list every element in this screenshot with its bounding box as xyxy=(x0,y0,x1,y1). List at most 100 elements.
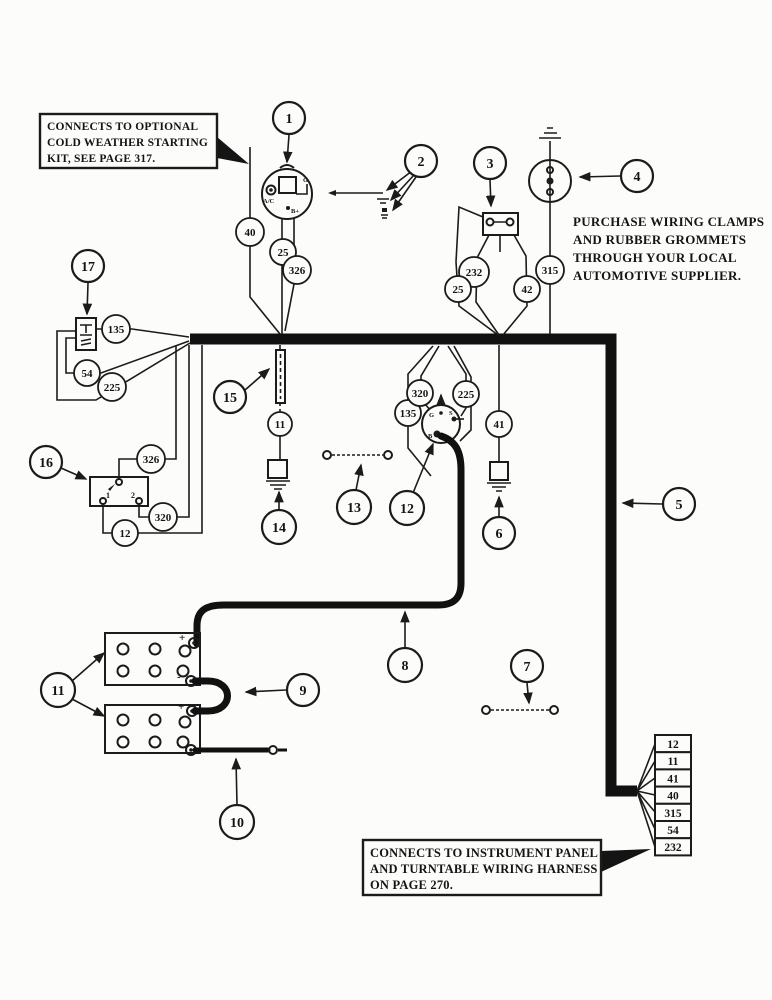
svg-text:6: 6 xyxy=(496,527,503,542)
ground-symbol xyxy=(266,480,290,490)
regulator-ac-label: A/C xyxy=(263,198,275,205)
regulator-b-label: B+ xyxy=(291,208,299,215)
svg-text:11: 11 xyxy=(275,419,285,431)
note-line: THROUGH YOUR LOCAL xyxy=(573,250,737,265)
wire-41-branch xyxy=(487,345,511,492)
svg-text:315: 315 xyxy=(542,265,559,277)
wire-label-135b: 135 xyxy=(394,399,422,427)
connector-pin: 12 xyxy=(667,739,679,751)
switch-g-label: G xyxy=(429,412,434,419)
svg-text:10: 10 xyxy=(230,816,244,831)
switch-b-label: B xyxy=(428,433,433,440)
callout-12: 12 xyxy=(388,442,434,527)
terminal-arrow xyxy=(108,484,115,491)
battery-1: + - xyxy=(104,632,201,687)
note-line: AND RUBBER GROMMETS xyxy=(573,232,746,247)
battery-cable-8 xyxy=(193,432,465,648)
wire-label-42: 42 xyxy=(513,275,541,303)
wire-label-54: 54 xyxy=(73,359,101,387)
connector-pin: 232 xyxy=(664,842,682,854)
svg-text:17: 17 xyxy=(81,260,95,275)
svg-text:326: 326 xyxy=(143,454,160,466)
ground-symbol xyxy=(539,127,561,139)
component-16: 1 2 xyxy=(89,476,149,507)
note-line: AND TURNTABLE WIRING HARNESS xyxy=(370,862,598,876)
svg-text:15: 15 xyxy=(223,391,237,406)
note-instrument-panel: CONNECTS TO INSTRUMENT PANEL AND TURNTAB… xyxy=(361,838,651,897)
component-14-condenser xyxy=(266,436,290,490)
component-2-terminals xyxy=(328,190,389,219)
svg-text:3: 3 xyxy=(487,157,494,172)
note-line: KIT, SEE PAGE 317. xyxy=(47,153,155,165)
callout-16: 16 xyxy=(28,444,88,480)
svg-text:12: 12 xyxy=(120,528,132,540)
ground-symbol xyxy=(487,482,511,492)
connector-pin: 315 xyxy=(664,808,682,820)
svg-text:7: 7 xyxy=(524,660,531,675)
svg-text:40: 40 xyxy=(245,227,257,239)
component-1-regulator: A/C G B+ xyxy=(261,164,313,220)
wire-label-320a: 320 xyxy=(406,379,434,407)
svg-text:225: 225 xyxy=(104,382,121,394)
callout-17: 17 xyxy=(70,248,106,316)
component-17 xyxy=(75,317,97,351)
svg-text:9: 9 xyxy=(300,684,307,699)
wire-label-12: 12 xyxy=(111,519,139,547)
battery2-plus: + xyxy=(178,701,184,713)
svg-text:2: 2 xyxy=(418,155,425,170)
svg-text:320: 320 xyxy=(155,512,172,524)
braided-strap-7 xyxy=(481,705,559,715)
component-3 xyxy=(482,212,519,252)
wire-label-326b: 326 xyxy=(136,444,166,474)
wire-label-315: 315 xyxy=(535,255,565,285)
harness-bar xyxy=(190,333,637,797)
connector-block: 12 11 41 40 315 54 232 xyxy=(654,734,692,857)
note-line: PURCHASE WIRING CLAMPS xyxy=(573,214,764,229)
component-4 xyxy=(528,127,572,334)
callout-14: 14 xyxy=(260,490,298,546)
braided-strap-13 xyxy=(322,450,393,460)
svg-text:1: 1 xyxy=(286,112,293,127)
svg-text:25: 25 xyxy=(278,247,290,259)
note-line: CONNECTS TO OPTIONAL xyxy=(47,121,198,133)
callout-11: 11 xyxy=(39,651,106,717)
battery1-plus: + xyxy=(179,632,185,644)
note-line: AUTOMOTIVE SUPPLIER. xyxy=(573,268,741,283)
callout-9: 9 xyxy=(244,672,321,708)
svg-text:135: 135 xyxy=(108,324,125,336)
connector-pin: 40 xyxy=(667,791,679,803)
callout-8: 8 xyxy=(386,610,424,684)
note-purchase: PURCHASE WIRING CLAMPS AND RUBBER GROMME… xyxy=(573,214,764,283)
callout-1: 1 xyxy=(271,100,307,164)
wire-label-41: 41 xyxy=(485,410,513,438)
main-harness xyxy=(190,333,637,797)
svg-text:11: 11 xyxy=(51,684,64,699)
note-line: ON PAGE 270. xyxy=(370,878,453,892)
wire-number-labels: 40 25 326 232 25 42 315 135 54 225 326 3… xyxy=(73,217,565,547)
connector-pin: 11 xyxy=(668,756,679,768)
callout-7: 7 xyxy=(509,648,545,705)
callout-4: 4 xyxy=(578,158,655,194)
note-line: CONNECTS TO INSTRUMENT PANEL xyxy=(370,846,598,860)
battery-2: + - xyxy=(104,701,201,756)
connector-pin: 54 xyxy=(667,825,679,837)
wire-label-225b: 225 xyxy=(452,380,480,408)
svg-text:5: 5 xyxy=(676,498,683,513)
connector-pin: 41 xyxy=(667,773,679,785)
ground-cable-10 xyxy=(192,745,287,755)
callout-10: 10 xyxy=(218,757,256,841)
svg-text:320: 320 xyxy=(412,388,429,400)
left-branch-wires xyxy=(56,328,203,534)
battery1-minus: - xyxy=(177,671,181,683)
svg-text:13: 13 xyxy=(347,501,361,516)
battery2-minus: - xyxy=(177,739,181,751)
svg-text:4: 4 xyxy=(634,170,641,185)
svg-text:41: 41 xyxy=(494,419,505,431)
component-12-switch: G S B xyxy=(421,393,464,444)
svg-text:225: 225 xyxy=(458,389,475,401)
svg-text:12: 12 xyxy=(400,502,414,517)
resistor-wire-15 xyxy=(275,345,286,412)
svg-text:8: 8 xyxy=(402,659,409,674)
